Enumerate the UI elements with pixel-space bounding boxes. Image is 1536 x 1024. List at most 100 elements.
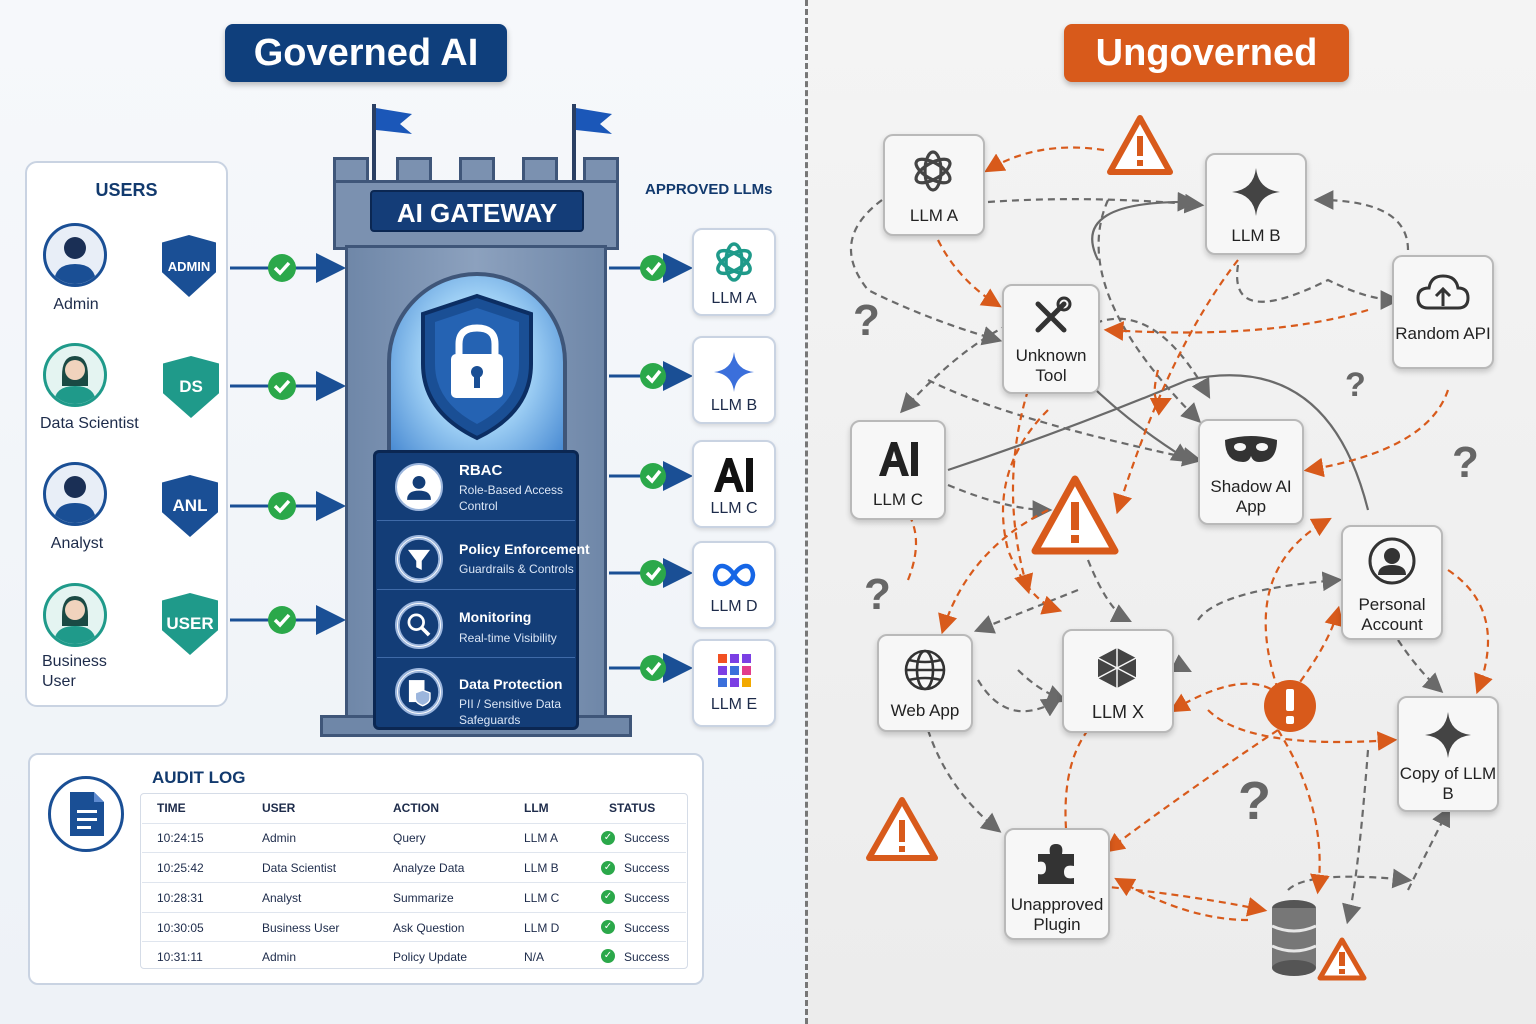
tower-merlon [459,157,495,183]
table-cell: Business User [262,921,340,935]
table-cell: 10:30:05 [157,921,204,935]
badge-label: DS [179,377,203,396]
column-header: LLM [524,801,549,815]
node-llm-a [883,134,985,236]
audit-log-title: AUDIT LOG [152,768,246,787]
column-header: STATUS [609,801,656,815]
question-mark-icon: ? [1345,366,1366,404]
document-icon [70,792,104,836]
ai-letters-icon [714,458,753,492]
question-mark-icon: ? [853,296,880,345]
approved-llms-heading: APPROVED LLMs [645,181,773,198]
gateway-to-llm-arrows [609,253,693,683]
table-cell: LLM D [524,921,560,935]
sparkle-icon [1425,712,1471,758]
user-icon [1368,537,1416,585]
success-check-icon: ✓ [601,861,615,875]
ungoverned-title: Ungoverned [1064,24,1349,82]
person-icon [54,476,96,523]
table-cell: 10:24:15 [157,831,204,845]
ai-letters-icon [879,442,918,476]
table-cell: Success [624,891,670,905]
node-label: Web App [890,701,960,720]
node-label: LLM X [1091,702,1145,722]
question-mark-icon: ? [1238,771,1271,831]
feature-rbac [377,455,575,521]
user-to-gateway-arrows [230,253,346,635]
node-label: Shadow AI App [1210,477,1292,516]
feature-title: RBAC [459,462,503,479]
feature-policy [377,524,575,590]
node-label: Random API [1395,324,1491,343]
table-cell: LLM B [524,861,559,875]
table-cell: Success [624,950,670,964]
table-cell: Ask Question [393,921,465,935]
shield-lock-icon [421,293,533,441]
table-cell: Summarize [393,891,454,905]
document-shield-icon [395,668,443,716]
node-label: LLM B [1231,226,1281,245]
badge-label: ADMIN [167,258,211,274]
badge-label: USER [166,614,214,633]
magnifier-icon [395,601,443,649]
feature-subtitle: PII / Sensitive Data Safeguards [459,697,562,727]
node-unknown-tool [1002,284,1100,394]
node-label: Personal Account [1358,595,1426,634]
user-name: Business User [42,653,107,690]
feature-subtitle: Role-Based Access Control [459,483,564,513]
analyst-avatar [43,462,107,526]
table-cell: Analyst [262,891,302,905]
table-cell: 10:28:31 [157,891,204,905]
tower-merlon [333,157,369,183]
tools-icon [1035,296,1072,333]
warning-triangle-icon [866,797,938,861]
success-check-icon: ✓ [601,831,615,845]
table-cell: Analyze Data [393,861,465,875]
table-cell: LLM C [524,891,560,905]
node-label: Unapproved Plugin [1010,895,1104,934]
llm-label: LLM B [710,397,758,414]
user-icon [395,463,443,511]
table-cell: Success [624,921,670,935]
tower-merlon [396,157,432,183]
feature-title: Monitoring [459,609,532,625]
table-cell: 10:31:11 [157,950,203,964]
openai-knot-icon [914,150,952,192]
database-warning-icon [1271,900,1367,981]
llm-label: LLM C [710,500,758,517]
person-icon [54,356,96,404]
feature-title: Data Protection [459,676,563,692]
tower-merlon [583,157,619,183]
exclamation-circle-icon [1264,680,1316,732]
llm-label: LLM D [710,598,758,615]
node-llm-c [850,420,946,520]
table-cell: N/A [524,950,545,964]
warning-triangle-icon [1031,475,1119,555]
ungoverned-connections [849,146,1493,925]
governed-ai-title: Governed AI [225,24,507,82]
grid-blocks-icon [718,654,751,687]
user-name: Data Scientist [40,415,139,432]
table-cell: Data Scientist [262,861,337,875]
cube-icon [1097,648,1137,688]
table-cell: Query [393,831,426,845]
llm-label: LLM A [711,290,757,307]
database-icon [1271,900,1317,976]
table-cell: LLM A [524,831,559,845]
column-header: USER [262,801,296,815]
table-row-divider [142,912,686,913]
approved-llm-d-card [692,541,776,629]
table-row-divider [142,941,686,942]
cloud-upload-icon [1416,274,1470,310]
node-label: Copy of LLM B [1399,764,1497,803]
question-mark-icon: ? [864,570,891,619]
table-cell: Policy Update [393,950,468,964]
feature-subtitle: Real-time Visibility [459,631,557,645]
column-header: ACTION [393,801,439,815]
tower-merlon [522,157,558,183]
audit-log-table [140,793,688,969]
node-random-api [1392,255,1494,369]
badge-label: ANL [172,496,208,515]
table-cell: Success [624,861,670,875]
feature-title: Policy Enforcement [459,541,590,557]
